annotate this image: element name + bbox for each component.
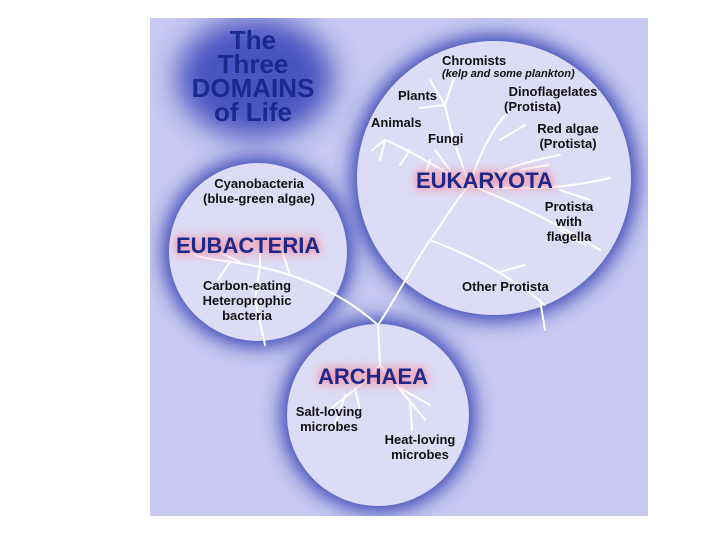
domain-eukaryota: EUKARYOTA [416,168,553,193]
label-carbon-eating-line1: Carbon-eating [202,278,292,293]
label-protista-flagella: Protista with flagella [536,199,602,244]
title-line-3: DOMAINS [191,73,315,103]
label-salt-loving-line1: Salt-loving [295,404,363,419]
label-cyanobacteria: Cyanobacteria (blue-green algae) [193,176,325,206]
label-red-algae-line2: (Protista) [539,136,597,151]
eubacteria-circle [169,163,347,341]
label-protista-flagella-line2: with [556,214,582,229]
label-fungi: Fungi [428,131,464,146]
label-heat-loving-line2: microbes [391,447,449,462]
label-red-algae: Red algae (Protista) [530,121,606,151]
domain-archaea: ARCHAEA [318,364,428,389]
title-glow [177,18,333,138]
label-protista-flagella-line1: Protista [544,199,594,214]
label-cyanobacteria-line2: (blue-green algae) [203,191,315,206]
label-dinoflagelates-line2: (Protista) [504,99,562,114]
label-heat-loving-line1: Heat-loving [384,432,456,447]
label-animals: Animals [371,115,422,130]
label-dinoflagelates: Dinoflagelates (Protista) [500,84,606,114]
label-cyanobacteria-line1: Cyanobacteria [214,176,304,191]
label-chromists-note: (kelp and some plankton) [442,68,575,80]
title-line-1: The [229,25,277,55]
title-line-4: of Life [214,97,292,127]
label-carbon-eating: Carbon-eating Heteroprophic bacteria [192,278,302,323]
label-carbon-eating-line3: bacteria [222,308,272,323]
label-plants: Plants [398,88,438,103]
label-chromists: Chromists [442,53,507,68]
label-other-protista: Other Protista [462,279,549,294]
title-line-2: Three [217,49,289,79]
archaea-circle [287,324,469,506]
label-heat-loving: Heat-loving microbes [376,432,464,462]
label-salt-loving: Salt-loving microbes [286,404,372,434]
phylogenetic-branches [179,74,611,431]
label-carbon-eating-line2: Heteroprophic [202,293,292,308]
label-red-algae-line1: Red algae [537,121,599,136]
diagram-title: The Three DOMAINS of Life [178,25,328,127]
domain-eubacteria: EUBACTERIA [176,233,321,258]
label-protista-flagella-line3: flagella [546,229,592,244]
label-salt-loving-line2: microbes [300,419,358,434]
label-dinoflagelates-line1: Dinoflagelates [508,84,598,99]
